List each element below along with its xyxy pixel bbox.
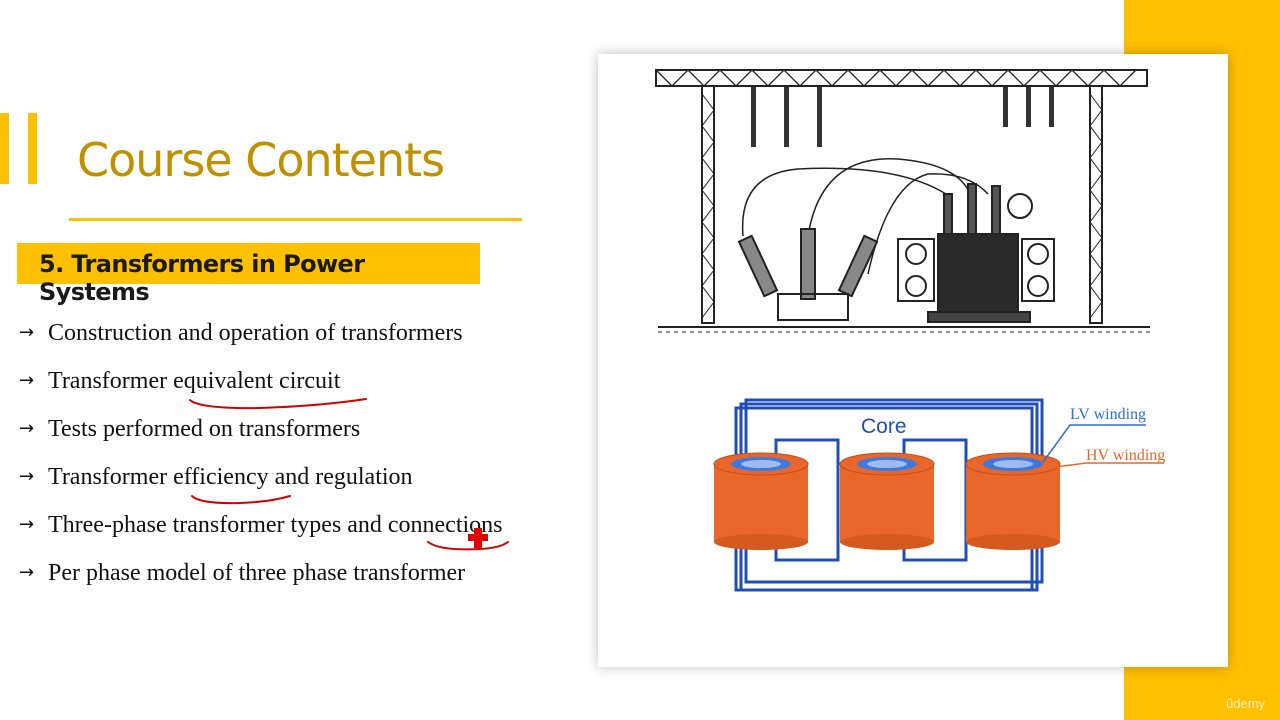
section-heading-box: 5. Transformers in Power Systems bbox=[17, 243, 480, 306]
arrow-icon: → bbox=[19, 466, 35, 487]
list-item: → Transformer equivalent circuit bbox=[19, 368, 503, 416]
topic-text: Tests performed on transformers bbox=[48, 416, 361, 442]
title-underline bbox=[69, 218, 522, 221]
udemy-watermark: ûdemy bbox=[1226, 696, 1266, 711]
topic-text: Three-phase transformer types and connec… bbox=[48, 512, 503, 538]
hv-winding-label: HV winding bbox=[1086, 447, 1166, 464]
lv-winding-label: LV winding bbox=[1070, 406, 1147, 423]
topic-list: → Construction and operation of transform… bbox=[19, 320, 503, 608]
hv-winding-left bbox=[713, 452, 809, 550]
hv-winding-right bbox=[965, 452, 1061, 550]
list-item: → Three-phase transformer types and conne… bbox=[19, 512, 503, 560]
three-phase-core-diagram bbox=[713, 398, 1164, 592]
arrow-icon: → bbox=[19, 562, 35, 583]
title-accent-bar-left bbox=[0, 113, 9, 184]
lv-leader-line bbox=[1042, 424, 1146, 463]
figure-svg bbox=[655, 69, 1164, 592]
topic-text: Per phase model of three phase transform… bbox=[48, 560, 466, 586]
section-heading: 5. Transformers in Power Systems bbox=[39, 250, 365, 306]
list-item: → Transformer efficiency and regulation bbox=[19, 464, 503, 512]
title-accent-bar-right bbox=[28, 113, 37, 184]
figure-card: Core LV winding HV winding bbox=[598, 54, 1228, 667]
list-item: → Construction and operation of transform… bbox=[19, 320, 503, 368]
slide-title: Course Contents bbox=[77, 133, 445, 187]
arrow-icon: → bbox=[19, 322, 35, 343]
topic-text: Transformer equivalent circuit bbox=[48, 368, 341, 394]
list-item: → Tests performed on transformers bbox=[19, 416, 503, 464]
topic-text: Transformer efficiency and regulation bbox=[48, 464, 413, 490]
hv-leader-line bbox=[1055, 462, 1164, 468]
list-item: → Per phase model of three phase transfor… bbox=[19, 560, 503, 608]
substation-transformer-illustration bbox=[655, 69, 1150, 333]
arrow-icon: → bbox=[19, 418, 35, 439]
core-label: Core bbox=[861, 415, 907, 438]
arrow-icon: → bbox=[19, 370, 35, 391]
arrow-icon: → bbox=[19, 514, 35, 535]
hv-winding-center bbox=[839, 452, 935, 550]
topic-text: Construction and operation of transforme… bbox=[48, 320, 463, 346]
